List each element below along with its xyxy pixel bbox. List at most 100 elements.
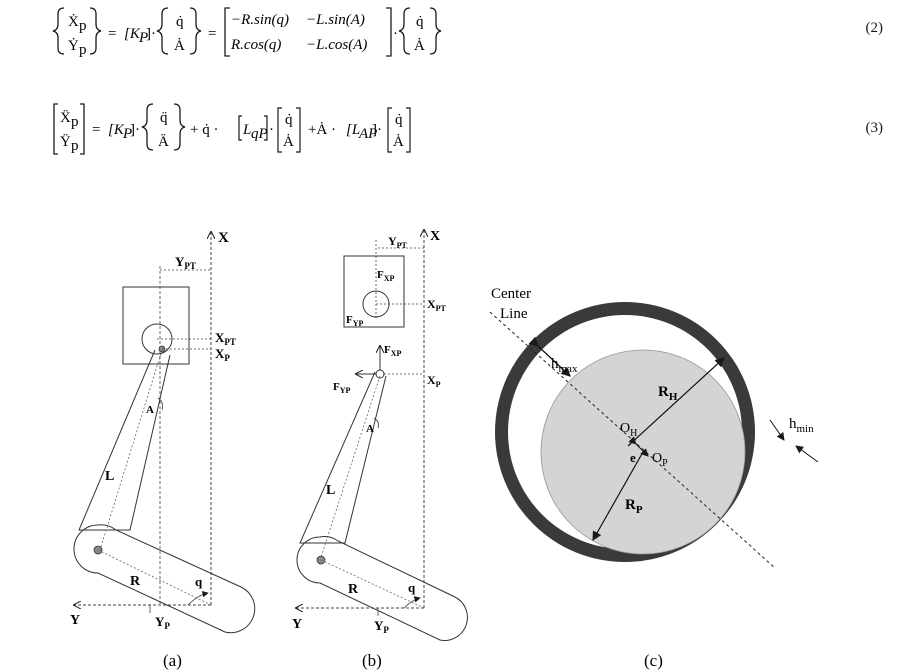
A-label-b: A [366,423,374,435]
crank-line-b [320,559,425,609]
brace-vec2-right [429,7,442,55]
vec2-q: q̇ [416,14,424,30]
m22: −L.cos(A) [306,37,367,53]
equation-3-body: Ẍ p Ÿ p = [K P ]· q̈ Ä + q̇ · L qP · q̇ … [53,103,411,155]
vec2-a: Ȧ [283,134,294,150]
rp-arrow [592,451,644,542]
equation-2-number: (2) [865,20,884,36]
lhs-x: Ẋ [68,14,79,30]
A-arc-a [157,397,163,411]
ypt-label-a: YPT [175,254,196,271]
lhs-xdd: Ẍ [60,109,71,126]
q-arc-b [403,596,421,609]
hmax-label: hmax [551,356,578,375]
kp-close: ]· [146,26,156,42]
center-line-label-1: Center [491,286,531,302]
hmin-label: hmin [789,416,814,435]
fxp-label-b-top: FXP [377,269,395,283]
equation-2: Ẋ p Ẏ p = [K P ]· q̇ Ȧ = −R.sin(q) −L.si… [50,2,900,64]
fyp-label-b-top: FYP [346,314,364,328]
figure: X Y YPT XPT XP L A R q YP (a) X [70,229,819,670]
bracket-vec2-left [277,107,282,153]
panel-a: X Y YPT XPT XP L A R q YP (a) [70,230,256,670]
brace-vec2-left [398,7,411,55]
op-label: OP [652,451,668,469]
R-label-b: R [348,582,359,597]
L-label-a: L [105,469,114,484]
q-label-b: q [408,580,416,595]
equals-sign: = [108,26,116,42]
yp-label-a: YP [155,614,170,631]
xp-label-b: XP [427,373,441,389]
hmin-arrow-2 [795,445,819,463]
bracket-vec3-right [406,107,411,153]
plus-adot: +Ȧ · [308,122,336,138]
rod-centerline-b [319,375,381,561]
kp-sub: P [122,126,132,142]
pin-circle-a [141,323,173,355]
vec-a: Ȧ [174,38,185,54]
dot-operator: · [393,26,398,42]
lhs-ydd-sub: p [71,138,79,154]
R-label-a: R [130,574,141,589]
lhs-xdd-sub: p [71,114,79,130]
hmax-arrow [528,336,571,377]
crank-a [73,524,256,634]
brace-vec-left [156,7,169,55]
lhs-x-sub: p [79,18,87,34]
kp-sub: P [138,30,148,46]
q-arc-a [187,590,209,606]
brace-vec-right [189,7,202,55]
vec2-a: Ȧ [414,38,425,54]
vec3-a: Ȧ [393,134,404,150]
kp-label: [K [124,26,141,42]
rh-label: RH [658,384,678,403]
center-line [489,311,776,569]
fyp-label-b: FYP [333,381,351,395]
panel-b: X Y YPT FXP FYP XPT FXP FYP XP L A R q Y… [292,229,468,670]
equals-sign: = [92,122,100,138]
plus-qdot: + q̇ · [190,122,218,138]
bracket-lhs-right [80,103,85,155]
bracket-lqp-left [238,115,242,141]
crank-b [296,536,468,641]
vec-qdd: q̈ [160,110,168,126]
xpt-label-a: XPT [215,330,236,347]
lap-sub: AP [358,126,377,142]
A-label-a: A [146,404,154,416]
e-label: e [630,450,636,465]
x-label-b: X [430,229,440,244]
brace-vec-right [173,103,186,151]
m11: −R.sin(q) [231,12,289,28]
equation-3: Ẍ p Ÿ p = [K P ]· q̈ Ä + q̇ · L qP · q̇ … [50,100,900,160]
caption-b: (b) [362,651,382,670]
hmin-arrow-1 [769,419,785,441]
y-label-a: Y [70,613,80,628]
rod-centerline-a [99,349,163,551]
caption-c: (c) [644,651,663,670]
bracket-lqp-right [264,115,268,141]
brace-vec-left [141,103,154,151]
equals-sign-2: = [208,26,216,42]
y-label-b: Y [292,617,302,632]
e-arrow [628,436,649,457]
rp-label: RP [625,497,643,516]
center-line-label-2: Line [500,306,528,322]
matrix-bracket-right [386,7,392,57]
L-label-b: L [326,483,335,498]
bracket-lhs-left [53,103,58,155]
lqp-sub: qP [251,126,268,142]
q-label-a: q [195,574,203,589]
m12: −L.sin(A) [306,12,365,28]
brace-right [89,7,102,55]
lap-close: ]· [372,122,382,138]
piston-a [122,286,190,365]
ypt-label-b: YPT [388,234,408,250]
vec-q: q̇ [176,14,184,30]
rh-arrow [627,357,725,447]
vec-add: Ä [158,133,169,150]
equation-2-body: Ẋ p Ẏ p = [K P ]· q̇ Ȧ = −R.sin(q) −L.si… [52,7,442,58]
lhs-y: Ẏ [68,38,79,54]
rod-b [299,371,387,544]
piston-b [343,255,405,328]
